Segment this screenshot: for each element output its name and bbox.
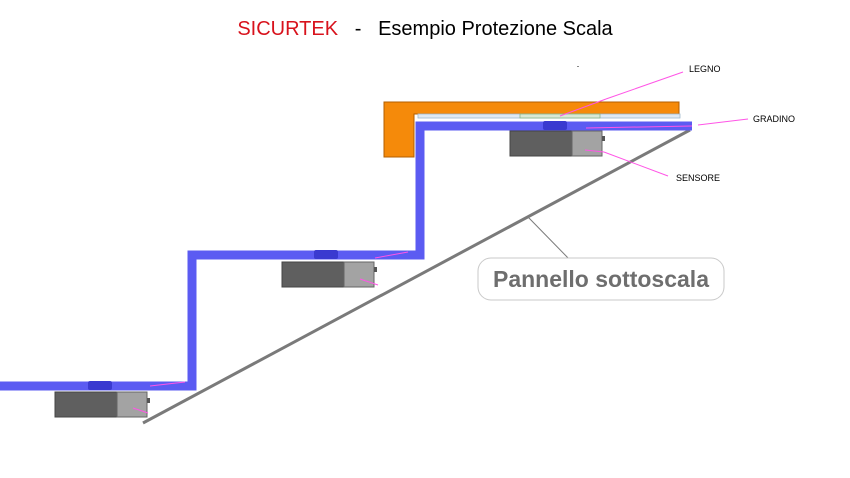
diagram-title: SICURTEK - Esempio Protezione Scala	[0, 18, 850, 41]
sensor-label: SENSORE	[676, 173, 720, 183]
stair-profile	[0, 121, 692, 391]
sensor-mount-3	[543, 121, 567, 130]
underside-panel-line	[142, 128, 691, 425]
title-separator: -	[354, 18, 362, 40]
leader-lines	[132, 71, 749, 414]
step-label: GRADINO	[753, 114, 795, 124]
wood-label: LEGNO	[689, 64, 721, 74]
sensor-box-3	[509, 130, 605, 157]
stray-mark	[577, 66, 579, 67]
sensor-mount-1	[88, 381, 112, 390]
sensor-box-2	[281, 261, 377, 288]
wood-tread	[383, 101, 680, 158]
panel-label-box	[477, 257, 725, 301]
panel-leader	[527, 216, 573, 263]
sensor-mount-2	[314, 250, 338, 259]
sensor-box-1	[54, 391, 150, 418]
panel-label: Pannello sottoscala	[493, 266, 709, 292]
title-brand: SICURTEK	[237, 18, 339, 40]
title-subtitle: Esempio Protezione Scala	[378, 18, 613, 40]
